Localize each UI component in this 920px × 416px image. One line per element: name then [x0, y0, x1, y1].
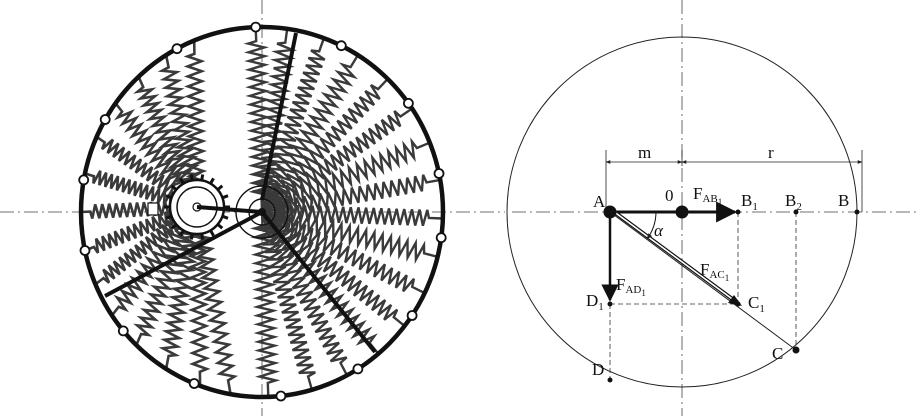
hub-tooth	[170, 184, 178, 191]
hub-tooth	[200, 233, 205, 240]
dimension-lines	[605, 150, 863, 212]
spring	[261, 137, 431, 218]
spring	[186, 206, 211, 386]
construction-lines	[609, 212, 797, 380]
point-o-label: 0	[665, 186, 674, 205]
hub-tooth	[209, 177, 215, 185]
point-b1-label: B1	[741, 191, 758, 213]
point-d1-label: D1	[586, 291, 604, 313]
rim-pin	[79, 245, 91, 256]
rim-pins	[78, 21, 447, 402]
spring	[260, 54, 359, 213]
hub-tooth	[189, 233, 194, 240]
point-b2-label: B2	[785, 191, 802, 213]
point-c-label: C	[772, 344, 783, 363]
hub-tooth	[216, 223, 224, 230]
rim-pin	[188, 378, 200, 389]
spring	[261, 210, 426, 295]
force-ab1-label: FAB1	[693, 184, 722, 207]
hub-tooth	[216, 184, 224, 191]
point-c1-label: C1	[748, 293, 765, 315]
rim-pin	[275, 390, 287, 402]
point-d-label: D	[592, 360, 604, 379]
rim-pin	[435, 232, 447, 244]
rim-pin	[250, 21, 262, 33]
force-ad1-label: FAD1	[616, 275, 646, 298]
spring	[261, 204, 438, 265]
spring	[133, 206, 201, 346]
spring	[261, 204, 443, 227]
spring	[261, 107, 413, 213]
hub-tooth	[179, 177, 185, 185]
rim-pin	[78, 174, 90, 186]
point-a-label: A	[593, 192, 606, 211]
hub-tooth	[165, 214, 173, 220]
points	[603, 205, 860, 383]
point-b-label: B	[838, 191, 849, 210]
spring	[261, 78, 389, 213]
rim-pin	[335, 40, 347, 52]
spring-mechanism	[0, 0, 505, 416]
rim-pin	[352, 363, 364, 375]
hub-tooth	[200, 174, 205, 181]
hub-tooth	[170, 223, 178, 230]
rim-pin	[117, 325, 129, 337]
rim-pin	[171, 43, 183, 55]
force-vectors	[601, 201, 742, 306]
spring	[261, 211, 406, 327]
angle-alpha-label: α	[654, 221, 664, 240]
outer-rim	[78, 24, 446, 400]
spring	[260, 37, 326, 213]
angle-arc	[646, 211, 657, 240]
hub-tooth	[221, 194, 229, 200]
rim-pin	[99, 114, 111, 125]
hub-tooth	[179, 229, 185, 237]
hub-tooth	[165, 194, 173, 200]
rim-pin	[406, 310, 418, 321]
spring	[261, 174, 441, 218]
spring	[250, 211, 281, 397]
hub-tooth	[209, 229, 215, 237]
spring	[158, 206, 205, 370]
rim-pin	[433, 168, 445, 179]
hub	[147, 174, 289, 240]
force-ac1-label: FAC1	[700, 260, 729, 283]
dim-m-label: m	[638, 143, 651, 162]
spokes	[104, 32, 377, 354]
spring	[258, 211, 316, 391]
spring-group	[80, 27, 443, 397]
rim-pin	[402, 97, 414, 109]
dim-r-label: r	[768, 143, 774, 162]
force-diagram: m r α	[506, 0, 918, 416]
hub-tooth	[189, 174, 194, 181]
hub-tooth	[221, 214, 229, 220]
force-ac1-arrow-inner	[612, 210, 736, 302]
line-ac	[609, 211, 797, 351]
